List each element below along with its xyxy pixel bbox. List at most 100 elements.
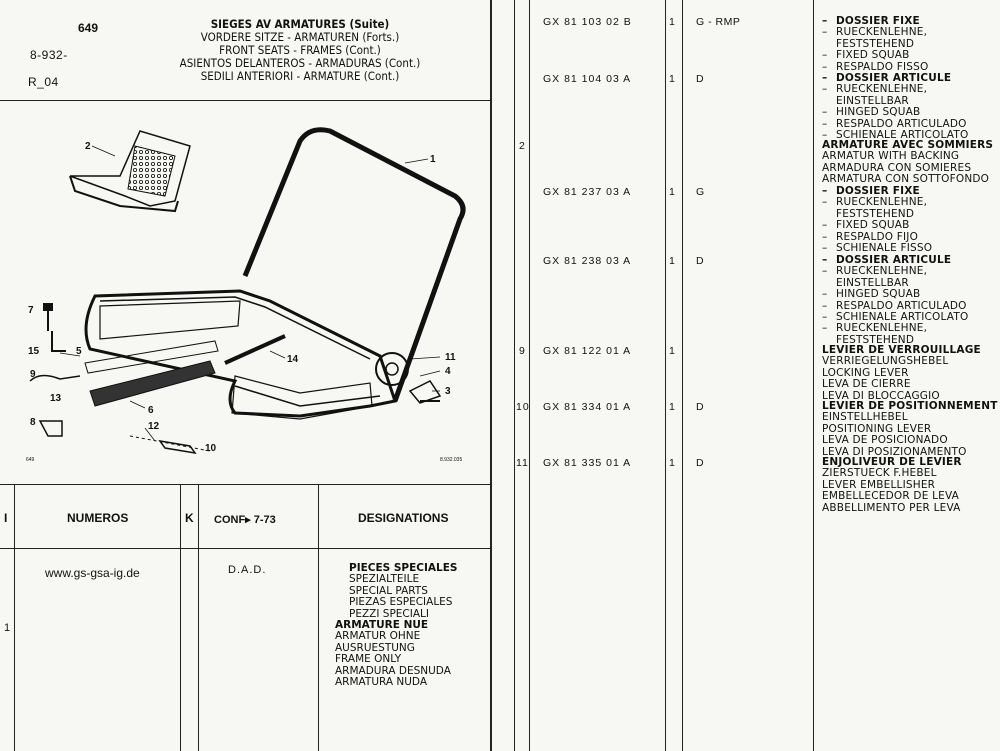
designation-line: FRAME ONLY	[335, 653, 402, 666]
designation-line: –HINGED SQUAB	[822, 288, 921, 301]
callout-11: 11	[445, 352, 456, 363]
designation-line: AUSRUESTUNG	[335, 641, 415, 654]
right-col-divider-qty	[682, 0, 683, 751]
callout-13: 13	[50, 393, 62, 404]
designation-line: ABBELLIMENTO PER LEVA	[822, 501, 961, 514]
callout-6: 6	[148, 405, 154, 416]
dad-text: D.A.D.	[228, 564, 267, 576]
diagram-footer-left: 649	[26, 457, 35, 463]
designation-line: ARMATURE NUE	[335, 619, 429, 631]
designation-line: LEVIER DE POSITIONNEMENT	[822, 400, 998, 412]
row-index: 10	[516, 401, 530, 413]
part-conf: G - RMP	[696, 16, 741, 28]
right-col-divider-i	[514, 0, 515, 751]
designation-line: –DOSSIER FIXE	[822, 15, 920, 27]
part-designation: –DOSSIER ARTICULE–RUECKENLEHNE,EINSTELLB…	[822, 254, 969, 346]
designation-line: ARMADURA CON SOMIERES	[822, 161, 972, 174]
designation-line: ARMATURA CON SOTTOFONDO	[822, 173, 990, 186]
designation-line: –RUECKENLEHNE,	[822, 322, 928, 335]
callout-14: 14	[287, 354, 299, 365]
designation-line: LEVIER DE VERROUILLAGE	[822, 344, 981, 356]
ref-code-1: 8-932-	[30, 48, 68, 62]
title-fr: SIEGES AV ARMATURES (Suite)	[210, 17, 390, 31]
col-header-numeros: NUMEROS	[67, 511, 129, 525]
callout-4: 4	[445, 366, 451, 377]
col-divider-conf	[318, 484, 319, 751]
callout-5: 5	[76, 346, 82, 357]
designation-line: –DOSSIER ARTICULE	[822, 72, 952, 84]
designation-line: PIECES SPECIALES	[349, 562, 458, 574]
col-header-designations: DESIGNATIONS	[358, 511, 449, 525]
col-divider-numeros	[180, 484, 181, 751]
part-number: GX 81 335 01 A	[543, 457, 632, 469]
col-header-conf: CONF▸ 7-73	[214, 514, 276, 526]
callout-9: 9	[30, 369, 36, 380]
diagram-footer-right: 8.932.035	[440, 457, 462, 463]
col-header-k: K	[185, 511, 194, 525]
designation-line: –RESPALDO ARTICULADO	[822, 117, 967, 130]
part-number: GX 81 104 03 A	[543, 73, 632, 85]
designation-line: LEVA DE CIERRE	[822, 378, 911, 391]
designation-line: SPECIAL PARTS	[349, 584, 428, 597]
designation-line: ARMATUR WITH BACKING	[822, 150, 960, 163]
part-qty: 1	[669, 73, 676, 85]
part-designation: –DOSSIER FIXE–RUECKENLEHNE,FESTSTEHEND–F…	[822, 185, 932, 254]
designation-line: ARMATUR OHNE	[335, 630, 421, 643]
part-qty: 1	[669, 255, 676, 267]
designation-line: LEVA DE POSICIONADO	[822, 434, 948, 447]
row-index: 2	[519, 140, 526, 152]
pieces-speciales-block: PIECES SPECIALES SPEZIALTEILE SPECIAL PA…	[349, 562, 458, 620]
designation-line: LEVA DI POSIZIONAMENTO	[822, 445, 967, 458]
designation-line: FESTSTEHEND	[836, 207, 915, 220]
part-conf: G	[696, 186, 705, 198]
designation-line: VERRIEGELUNGSHEBEL	[822, 355, 949, 368]
designation-line: EINSTELLBAR	[836, 94, 909, 107]
designation-line: EINSTELLBAR	[836, 276, 909, 289]
col-header-i: I	[4, 511, 8, 525]
right-col-divider-k	[665, 0, 666, 751]
designation-line: –RESPALDO ARTICULADO	[822, 299, 967, 312]
part-conf: D	[696, 457, 705, 469]
designation-line: ZIERSTUECK F.HEBEL	[822, 467, 937, 480]
part-qty: 1	[669, 16, 676, 28]
designation-line: LOCKING LEVER	[822, 366, 909, 379]
designation-line: LEVA DI BLOCCAGGIO	[822, 389, 940, 402]
seat-frame-exploded-diagram: 1 2 3 4 5 6 7 8 9 10 11 12 13 14 15 649 …	[26, 127, 466, 463]
part-qty: 1	[669, 186, 676, 198]
part-qty: 1	[669, 457, 676, 469]
designation-line: SPEZIALTEILE	[349, 573, 420, 586]
designation-line: ARMATURA NUDA	[335, 676, 428, 689]
part-qty: 1	[669, 401, 676, 413]
part-number: GX 81 237 03 A	[543, 186, 632, 198]
designation-line: PIEZAS ESPECIALES	[349, 596, 453, 609]
row-index: 11	[516, 457, 529, 469]
callout-3: 3	[445, 386, 451, 397]
designation-line: –DOSSIER FIXE	[822, 185, 920, 197]
row-index: 9	[519, 345, 526, 357]
designation-line: FESTSTEHEND	[836, 333, 915, 346]
part-designation: –DOSSIER FIXE–RUECKENLEHNE,FESTSTEHEND–F…	[822, 15, 929, 73]
designation-line: –DOSSIER ARTICULE	[822, 254, 952, 266]
designation-line: –RESPALDO FISSO	[822, 60, 929, 73]
designation-line: –RUECKENLEHNE,	[822, 265, 928, 278]
designation-line: FESTSTEHEND	[836, 37, 915, 50]
part-number: GX 81 103 02 B	[543, 16, 632, 28]
page-number: 649	[78, 21, 99, 35]
part-qty: 1	[669, 345, 676, 357]
designation-line: –RUECKENLEHNE,	[822, 26, 928, 39]
page-title-block: SIEGES AV ARMATURES (Suite) VORDERE SITZ…	[110, 18, 490, 83]
callout-10: 10	[205, 443, 217, 454]
callout-15: 15	[28, 346, 40, 357]
part-conf: D	[696, 401, 705, 413]
part-number: GX 81 334 01 A	[543, 401, 632, 413]
designation-line: –FIXED SQUAB	[822, 219, 910, 232]
designation-line: –SCHIENALE ARTICOLATO	[822, 311, 969, 324]
designation-line: POSITIONING LEVER	[822, 422, 932, 435]
col-divider-k	[198, 484, 199, 751]
designation-line: ENJOLIVEUR DE LEVIER	[822, 456, 962, 468]
designation-line: EINSTELLHEBEL	[822, 411, 908, 424]
